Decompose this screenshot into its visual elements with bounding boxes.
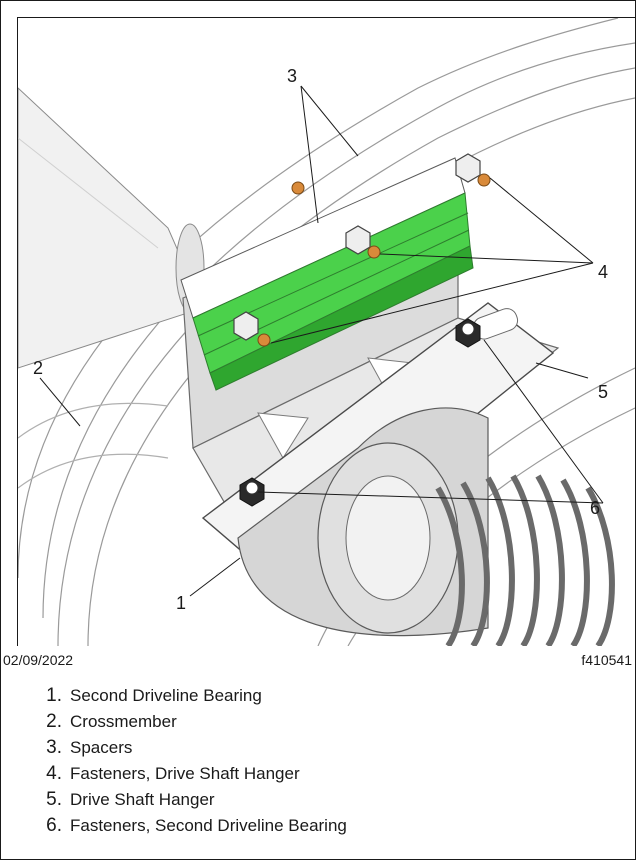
- legend-label: Fasteners, Second Driveline Bearing: [70, 816, 347, 835]
- legend-number: 6.: [46, 815, 62, 836]
- legend-item: 5. Drive Shaft Hanger: [40, 789, 347, 815]
- callout-1: 1: [176, 593, 187, 613]
- callout-3: 3: [287, 66, 298, 86]
- legend-number: 3.: [46, 737, 62, 758]
- legend-number: 2.: [46, 711, 62, 732]
- legend-item: 4. Fasteners, Drive Shaft Hanger: [40, 763, 347, 789]
- callout-2: 2: [33, 358, 44, 378]
- hanger-fasteners: [233, 153, 491, 347]
- callout-5: 5: [598, 382, 609, 402]
- legend-number: 1.: [46, 685, 62, 706]
- spacers: [180, 157, 474, 391]
- legend-label: Fasteners, Drive Shaft Hanger: [70, 764, 300, 783]
- legend-item: 6. Fasteners, Second Driveline Bearing: [40, 815, 347, 841]
- callout-6: 6: [590, 498, 601, 518]
- parts-legend: 1. Second Driveline Bearing 2. Crossmember…: [40, 685, 347, 841]
- legend-item: 3. Spacers: [40, 737, 347, 763]
- driveline-bearing: [237, 407, 615, 646]
- drive-shaft-tube: [18, 87, 205, 369]
- leader-lines: [39, 85, 604, 597]
- bearing-fasteners: [239, 318, 481, 507]
- legend-label: Crossmember: [70, 712, 177, 731]
- legend-label: Second Driveline Bearing: [70, 686, 262, 705]
- legend-item: 2. Crossmember: [40, 711, 347, 737]
- legend-label: Drive Shaft Hanger: [70, 790, 215, 809]
- figure-date: 02/09/2022: [3, 652, 74, 668]
- callout-4: 4: [598, 262, 609, 282]
- hanger-illustration: [17, 17, 635, 646]
- figure-id: f410541: [581, 652, 632, 668]
- legend-item: 1. Second Driveline Bearing: [40, 685, 347, 711]
- legend-label: Spacers: [70, 738, 133, 757]
- legend-number: 4.: [46, 763, 62, 784]
- legend-number: 5.: [46, 789, 62, 810]
